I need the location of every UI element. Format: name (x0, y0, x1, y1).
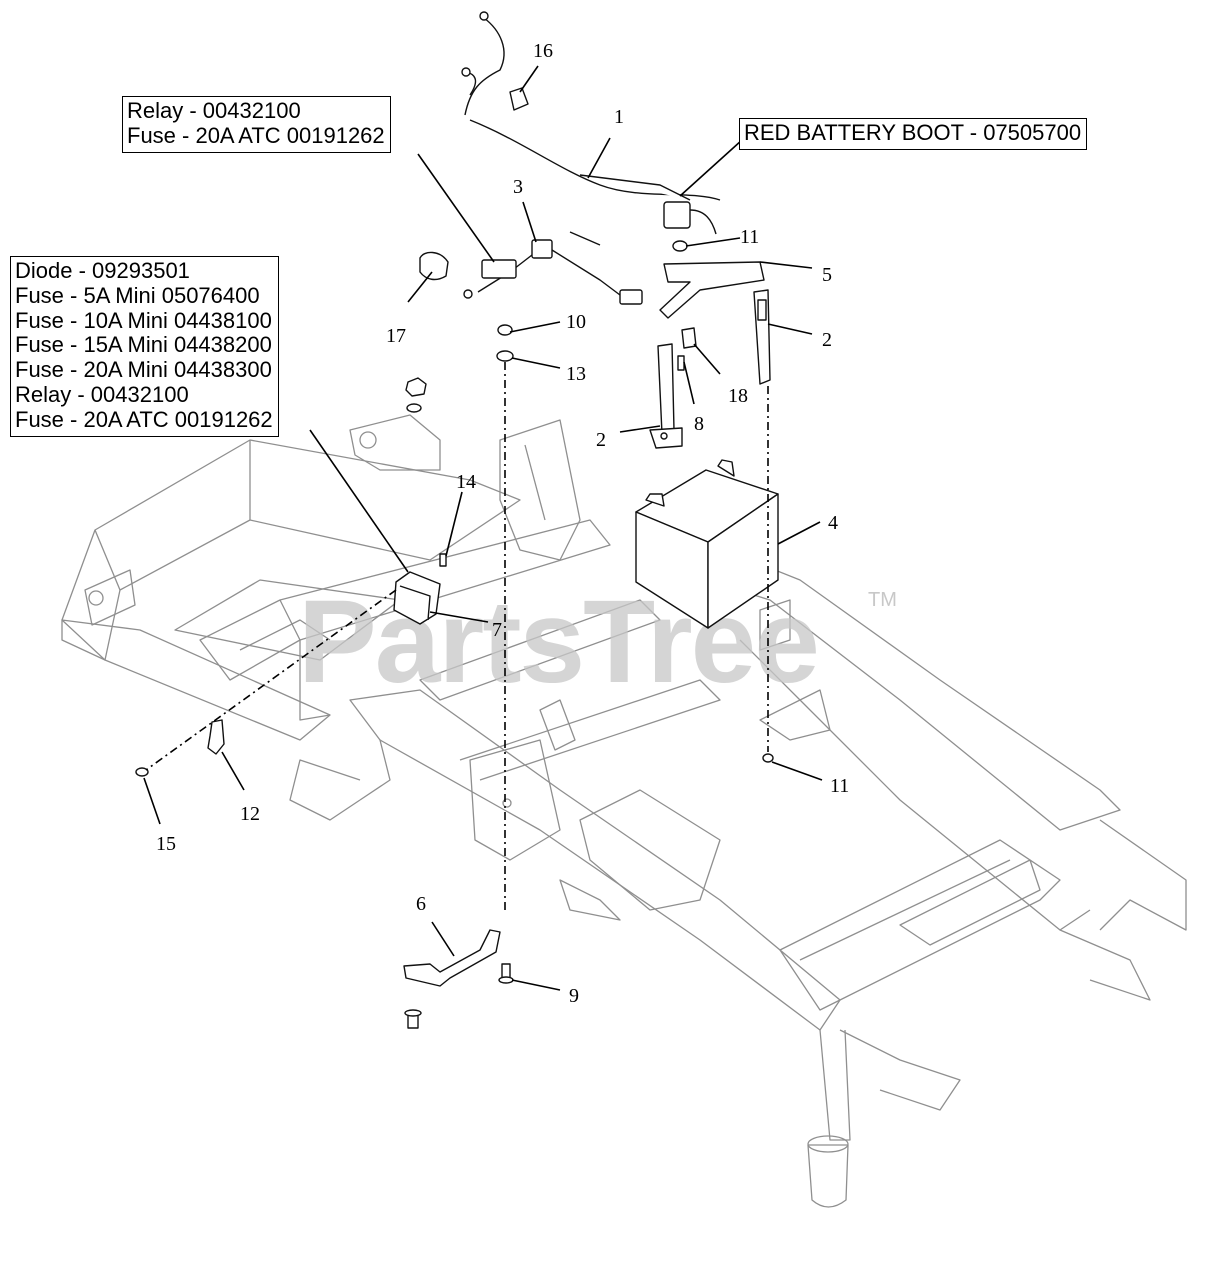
label-part-13: 13 (566, 363, 586, 385)
label-part-17: 17 (386, 325, 406, 347)
label-part-2-right: 2 (822, 329, 832, 351)
label-part-9: 9 (569, 985, 579, 1007)
label-part-16: 16 (533, 40, 553, 62)
label-part-12: 12 (240, 803, 260, 825)
part-number-labels: 16 1 3 11 5 17 10 2 13 18 8 2 14 4 7 11 … (156, 40, 849, 1007)
callout-line: RED BATTERY BOOT - 07505700 (744, 120, 1082, 145)
label-part-2-left: 2 (596, 429, 606, 451)
hold-down-rod-part-2-left (649, 343, 683, 449)
fuse-list-callout-box: Diode - 09293501 Fuse - 5A Mini 05076400… (10, 256, 279, 437)
callout-line: Fuse - 20A ATC 00191262 (127, 122, 385, 148)
label-part-4: 4 (828, 512, 838, 534)
callout-line: Fuse - 20A Mini 04438300 (15, 357, 272, 383)
screw-part-8 (677, 355, 685, 371)
fuse-block-part-7 (393, 571, 441, 625)
label-part-6: 6 (416, 893, 426, 915)
clamp-part-12 (207, 719, 225, 755)
callout-line: Fuse - 10A Mini 04438100 (15, 307, 272, 333)
nut-part-11-lower (762, 753, 774, 763)
screw-part-14 (439, 553, 447, 567)
nut-part-11 (672, 240, 688, 252)
bolt-lower (404, 1009, 422, 1029)
hold-down-rod-part-2-right (753, 289, 771, 385)
label-part-1: 1 (614, 106, 624, 128)
relay-harness-part-3 (463, 231, 643, 305)
label-part-10: 10 (566, 311, 586, 333)
mower-frame (61, 414, 1187, 1208)
label-part-3: 3 (513, 176, 523, 198)
battery-part-4 (635, 459, 779, 629)
label-part-7: 7 (492, 619, 502, 641)
relay-callout-box: Relay - 00432100 Fuse - 20A ATC 00191262 (122, 96, 391, 153)
label-part-5: 5 (822, 264, 832, 286)
connector-part-17 (419, 251, 449, 281)
label-part-15: 15 (156, 833, 176, 855)
label-part-14: 14 (456, 471, 476, 493)
leader-lines (143, 65, 823, 991)
wiring-harness-part-1 (461, 11, 721, 235)
label-part-11-top: 11 (740, 226, 759, 248)
washer-part-13 (496, 350, 514, 362)
assembly-lines (145, 362, 769, 910)
clip-part-16 (509, 87, 529, 111)
nut-part-10 (497, 324, 513, 336)
label-part-8: 8 (694, 413, 704, 435)
bracket-part-6 (403, 929, 501, 987)
callout-line: Fuse - 20A ATC 00191262 (15, 406, 273, 432)
label-part-18: 18 (728, 385, 748, 407)
screw-part-15 (135, 767, 149, 777)
watermark-tm: TM (868, 589, 897, 611)
bolt-part-9 (498, 963, 514, 984)
bracket-part-5 (659, 261, 765, 319)
callout-line: Fuse - 5A Mini 05076400 (15, 282, 260, 308)
hardware-nut-washer (405, 377, 427, 413)
label-part-11-bottom: 11 (830, 775, 849, 797)
callout-line: Relay - 00432100 (127, 98, 301, 123)
callout-line: Fuse - 15A Mini 04438200 (15, 332, 272, 358)
battery-boot-callout-box: RED BATTERY BOOT - 07505700 (739, 118, 1088, 150)
callout-line: Diode - 09293501 (15, 258, 190, 283)
callout-line: Relay - 00432100 (15, 381, 189, 407)
